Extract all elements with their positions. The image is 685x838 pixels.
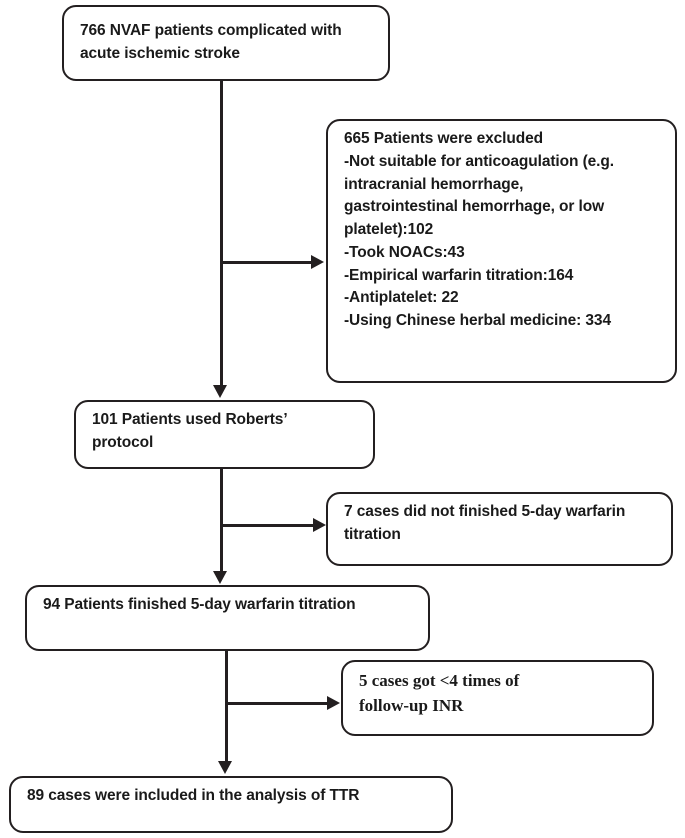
node-included-in-ttr-analysis-label: 89 cases were included in the analysis o… — [27, 787, 360, 804]
node-did-not-finish-titration-label: 7 cases did not finished 5-day warfarin … — [344, 503, 626, 543]
node-source-population-label: 766 NVAF patients complicated with acute… — [80, 22, 342, 62]
arrowhead-source-to-protocol — [213, 385, 227, 398]
arrowhead-source-to-excluded — [311, 255, 324, 269]
node-excluded-patients-label: 665 Patients were excluded -Not suitable… — [344, 130, 614, 330]
arrowhead-finished-to-low-inr — [327, 696, 340, 710]
arrowhead-finished-to-analysis — [218, 761, 232, 774]
connector-source-to-protocol-line — [220, 81, 223, 387]
node-used-roberts-protocol-label: 101 Patients used Roberts’ protocol — [92, 411, 288, 451]
arrowhead-protocol-to-not-finished — [313, 518, 326, 532]
node-included-in-ttr-analysis: 89 cases were included in the analysis o… — [9, 776, 453, 833]
node-insufficient-follow-up-inr: 5 cases got <4 times of follow-up INR — [341, 660, 654, 736]
node-insufficient-follow-up-inr-label: 5 cases got <4 times of follow-up INR — [359, 671, 520, 715]
node-finished-titration: 94 Patients finished 5-day warfarin titr… — [25, 585, 430, 651]
node-used-roberts-protocol: 101 Patients used Roberts’ protocol — [74, 400, 375, 469]
connector-protocol-to-finished-line — [220, 469, 223, 573]
node-did-not-finish-titration: 7 cases did not finished 5-day warfarin … — [326, 492, 673, 566]
connector-finished-to-low-inr-line — [225, 702, 329, 705]
connector-finished-to-analysis-line — [225, 651, 228, 763]
connector-source-to-excluded-line — [220, 261, 313, 264]
node-source-population: 766 NVAF patients complicated with acute… — [62, 5, 390, 81]
node-excluded-patients: 665 Patients were excluded -Not suitable… — [326, 119, 677, 383]
arrowhead-protocol-to-finished — [213, 571, 227, 584]
node-finished-titration-label: 94 Patients finished 5-day warfarin titr… — [43, 596, 356, 613]
connector-protocol-to-not-finished-line — [220, 524, 315, 527]
